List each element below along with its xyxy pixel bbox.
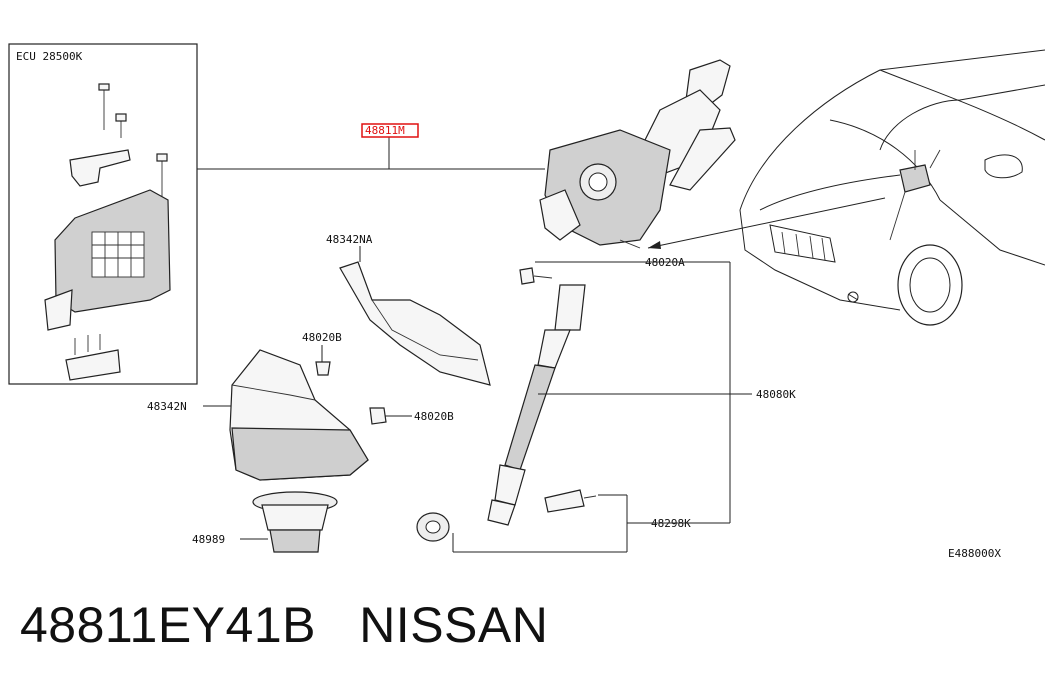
cover-upper-label: 48342NA (326, 233, 373, 246)
intermediate-shaft: 48080K (487, 284, 796, 526)
cover-lower-label: 48342N (147, 400, 187, 413)
grommet: 48989 (192, 491, 338, 553)
column-assembly-callout: 48811M (361, 123, 419, 138)
parts-diagram: ECU 28500K 48811M (8, 43, 1045, 560)
ecu-box-label: ECU 28500K (16, 50, 83, 63)
joint-kit: 48298K (416, 489, 730, 553)
clip-lower-label: 48020B (414, 410, 454, 423)
column-assembly-label: 48811M (365, 124, 405, 137)
figure-code: E488000X (948, 547, 1001, 560)
vehicle-illustration (739, 49, 1045, 326)
lower-column-cover: 48342N (147, 349, 369, 481)
brand-name: NISSAN (359, 597, 549, 653)
upper-column-cover: 48342NA (326, 233, 491, 386)
column-bolt: 48020A (519, 256, 731, 523)
shaft-label: 48080K (756, 388, 796, 401)
grommet-label: 48989 (192, 533, 225, 546)
clip-upper-label: 48020B (302, 331, 342, 344)
part-number: 48811EY41B (20, 597, 316, 653)
product-caption: 48811EY41B NISSAN (20, 596, 548, 654)
steering-column-assembly (539, 59, 736, 249)
ecu-inset: ECU 28500K (8, 43, 198, 385)
